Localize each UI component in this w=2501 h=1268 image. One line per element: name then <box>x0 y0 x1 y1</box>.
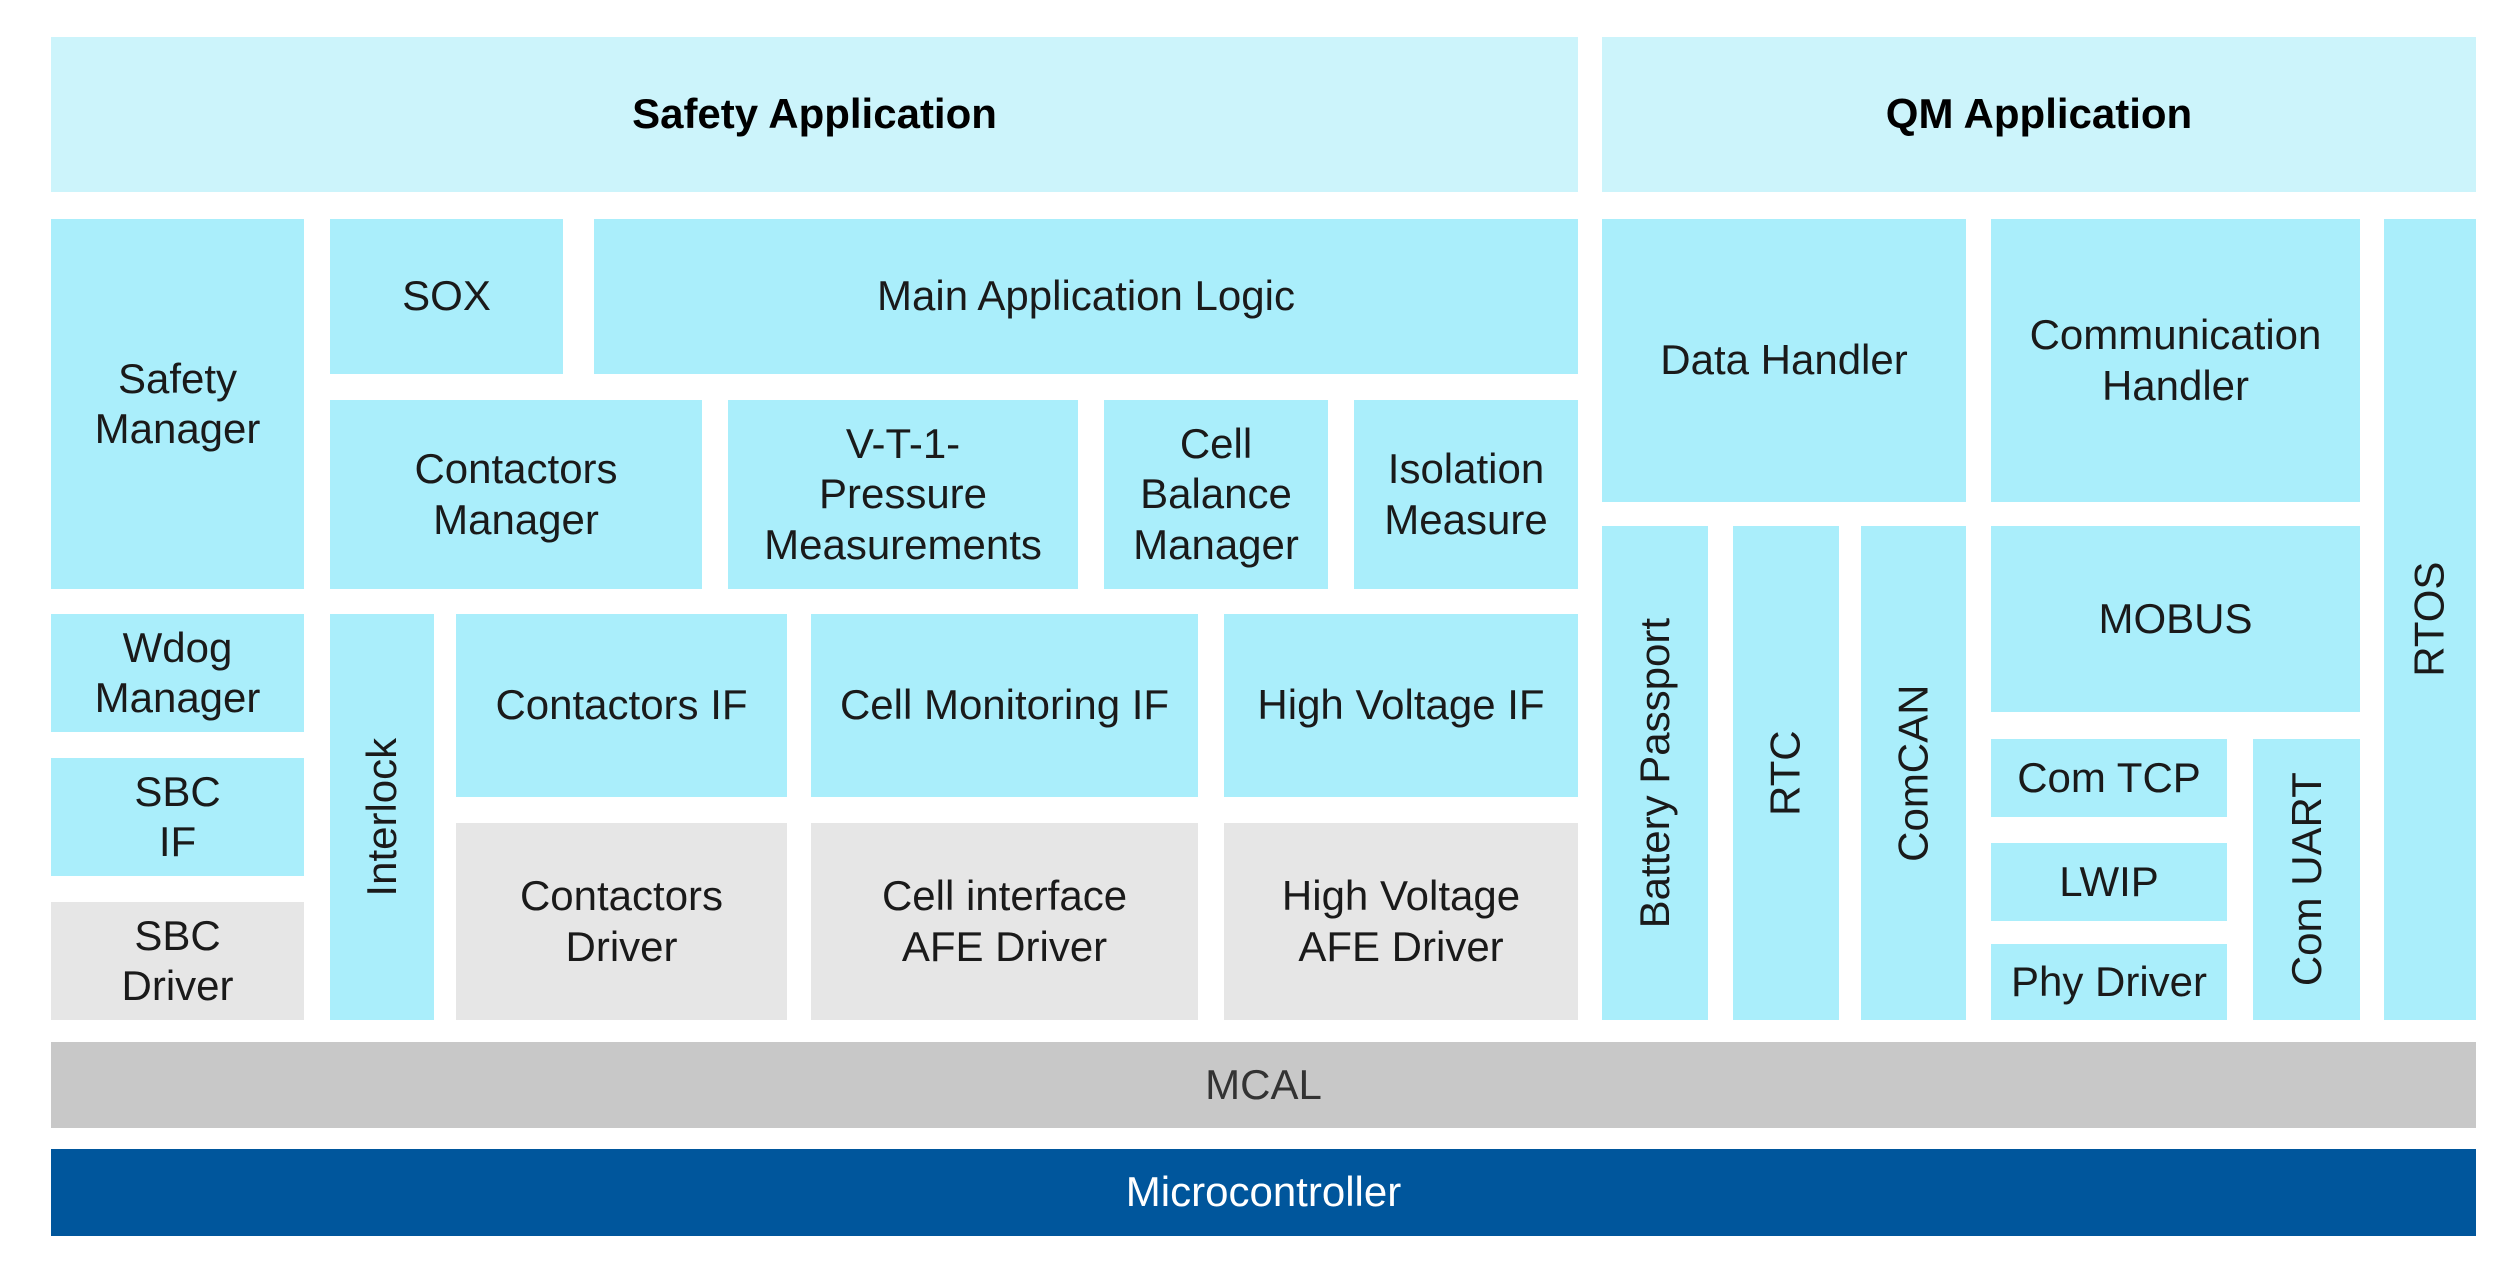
high-voltage-if-block: High Voltage IF <box>1224 614 1578 797</box>
sbc-if-label: SBC IF <box>134 767 221 865</box>
contactors-driver-label: Contactors Driver <box>519 872 724 970</box>
contactors-manager-block: Contactors Manager <box>330 400 702 589</box>
data-handler-label: Data Handler <box>1660 336 1908 384</box>
rtos-block: RTOS <box>2384 219 2476 1020</box>
high-voltage-afe-driver-block: High Voltage AFE Driver <box>1224 823 1578 1020</box>
cell-balance-manager-label: Cell Balance Manager <box>1133 419 1299 568</box>
microcontroller-label: Microcontroller <box>1125 1168 1402 1216</box>
mcal-layer: MCAL <box>51 1042 2476 1128</box>
interlock-block: Interlock <box>330 614 434 1020</box>
comcan-block: ComCAN <box>1861 526 1966 1020</box>
microcontroller-layer: Microcontroller <box>51 1149 2476 1236</box>
contactors-manager-label: Contactors Manager <box>414 445 618 543</box>
contactors-if-label: Contactors IF <box>495 681 748 729</box>
battery-passport-block: Battery Passport <box>1602 526 1708 1020</box>
com-tcp-label: Com TCP <box>2017 753 2201 801</box>
isolation-measure-label: Isolation Measure <box>1384 445 1548 543</box>
high-voltage-afe-driver-label: High Voltage AFE Driver <box>1281 872 1521 970</box>
data-handler-block: Data Handler <box>1602 219 1966 502</box>
wdog-manager-label: Wdog Manager <box>94 623 261 721</box>
mcal-label: MCAL <box>1205 1060 1322 1108</box>
qm-application-header: QM Application <box>1602 37 2476 192</box>
mobus-block: MOBUS <box>1991 526 2360 712</box>
sox-label: SOX <box>402 272 491 320</box>
safety-manager-label: Safety Manager <box>94 354 261 452</box>
safety-manager-block: Safety Manager <box>51 219 304 589</box>
phy-driver-block: Phy Driver <box>1991 944 2227 1020</box>
rtc-block: RTC <box>1733 526 1839 1020</box>
rtos-label: RTOS <box>2405 561 2453 678</box>
sbc-driver-label: SBC Driver <box>121 911 234 1009</box>
cell-monitoring-if-label: Cell Monitoring IF <box>839 681 1170 729</box>
communication-handler-block: Communication Handler <box>1991 219 2360 502</box>
cell-interface-afe-driver-block: Cell interface AFE Driver <box>811 823 1198 1020</box>
contactors-if-block: Contactors IF <box>456 614 787 797</box>
cell-monitoring-if-block: Cell Monitoring IF <box>811 614 1198 797</box>
contactors-driver-block: Contactors Driver <box>456 823 787 1020</box>
safety-application-title: Safety Application <box>632 90 997 138</box>
sbc-driver-block: SBC Driver <box>51 902 304 1020</box>
main-application-logic-label: Main Application Logic <box>877 272 1295 320</box>
vt1-pressure-measurements-block: V-T-1- Pressure Measurements <box>728 400 1078 589</box>
com-uart-block: Com UART <box>2253 739 2360 1020</box>
main-application-logic-block: Main Application Logic <box>594 219 1578 374</box>
interlock-label: Interlock <box>357 737 405 897</box>
lwip-label: LWIP <box>2059 857 2159 905</box>
isolation-measure-block: Isolation Measure <box>1354 400 1578 589</box>
mobus-label: MOBUS <box>2098 594 2253 642</box>
com-tcp-block: Com TCP <box>1991 739 2227 817</box>
phy-driver-label: Phy Driver <box>2010 957 2208 1005</box>
cell-balance-manager-block: Cell Balance Manager <box>1104 400 1328 589</box>
vt1-pressure-measurements-label: V-T-1- Pressure Measurements <box>764 419 1042 568</box>
cell-interface-afe-driver-label: Cell interface AFE Driver <box>881 872 1128 970</box>
qm-application-title: QM Application <box>1885 90 2193 138</box>
high-voltage-if-label: High Voltage IF <box>1257 681 1545 729</box>
communication-handler-label: Communication Handler <box>2029 311 2322 409</box>
safety-application-header: Safety Application <box>51 37 1578 192</box>
wdog-manager-block: Wdog Manager <box>51 614 304 732</box>
sbc-if-block: SBC IF <box>51 758 304 876</box>
rtc-label: RTC <box>1761 730 1809 816</box>
sox-block: SOX <box>330 219 563 374</box>
lwip-block: LWIP <box>1991 843 2227 921</box>
comcan-label: ComCAN <box>1889 684 1937 862</box>
battery-passport-label: Battery Passport <box>1630 617 1678 929</box>
com-uart-label: Com UART <box>2282 772 2330 987</box>
